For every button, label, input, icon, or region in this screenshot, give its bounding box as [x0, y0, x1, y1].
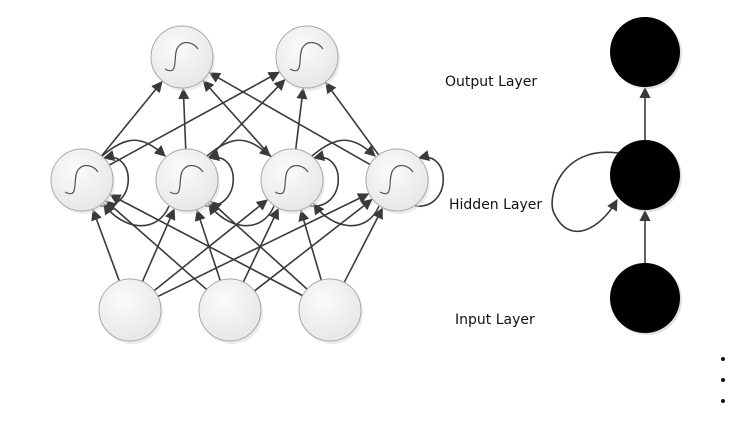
edge-input1-hidden4 [157, 193, 370, 298]
compact-input-node [610, 263, 680, 333]
edge-hidden3-output1 [202, 80, 272, 158]
hidden-layer-label: Hidden Layer [449, 197, 542, 213]
edge-input3-hidden1 [109, 194, 303, 297]
edge-hidden1-output2 [108, 71, 280, 166]
sigmoid-icon [289, 41, 324, 72]
edge-input2-hidden2 [194, 209, 222, 281]
hidden-node-4 [365, 148, 429, 212]
edge-input3-hidden3 [298, 209, 323, 281]
compact-hidden-node [610, 140, 680, 210]
edge-input2-hidden1 [105, 200, 208, 291]
sigmoid-icon [164, 41, 199, 72]
recurrent-backward-2 [208, 203, 275, 227]
ellipsis-dot [721, 357, 725, 361]
ellipsis-dot [721, 399, 725, 403]
recurrent-forward-3 [311, 139, 376, 157]
hidden-node-2 [155, 148, 219, 212]
compact-output-node [610, 17, 680, 87]
self-loop-hidden-2 [204, 150, 235, 207]
edge-input1-hidden2 [141, 208, 176, 282]
self-loop-hidden-4 [414, 150, 445, 207]
input-node-1 [98, 278, 162, 342]
recurrent-forward-2 [206, 139, 271, 157]
recurrent-backward-1 [103, 203, 170, 227]
output-layer-label: Output Layer [445, 74, 537, 90]
edge-input1-hidden3 [153, 199, 268, 292]
edge-hidden4-output1 [208, 72, 371, 166]
compact-rnn [551, 17, 682, 335]
edge-hidden2-output1 [178, 87, 190, 150]
edge-input3-hidden2 [209, 200, 308, 290]
edge-hidden2-output2 [208, 79, 286, 159]
edge-hidden3-output2 [294, 87, 308, 150]
edge-hidden1-output1 [100, 80, 163, 157]
edge-hidden4-output2 [325, 81, 380, 156]
edges-group [91, 71, 445, 298]
ellipsis-dot [721, 378, 725, 382]
edge-input1-hidden1 [91, 208, 121, 282]
output-node-1 [150, 25, 214, 89]
sigmoid-icon [274, 164, 309, 195]
output-node-2 [275, 25, 339, 89]
edge-input2-hidden4 [253, 198, 373, 292]
self-loop-hidden-3 [309, 150, 340, 207]
recurrent-backward-3 [313, 203, 380, 227]
input-node-2 [198, 278, 262, 342]
self-loop-hidden-1 [99, 150, 130, 207]
edge-input2-hidden3 [242, 207, 279, 283]
hidden-node-3 [260, 148, 324, 212]
hidden-node-1 [50, 148, 114, 212]
compact-self-loop [551, 151, 619, 233]
sigmoid-icon [169, 164, 204, 195]
nodes-group [50, 25, 430, 344]
ellipsis [721, 357, 725, 403]
input-node-3 [298, 278, 362, 342]
sigmoid-icon [64, 164, 99, 195]
input-layer-label: Input Layer [455, 312, 535, 328]
edge-input3-hidden4 [343, 207, 384, 283]
sigmoid-icon [379, 164, 414, 195]
